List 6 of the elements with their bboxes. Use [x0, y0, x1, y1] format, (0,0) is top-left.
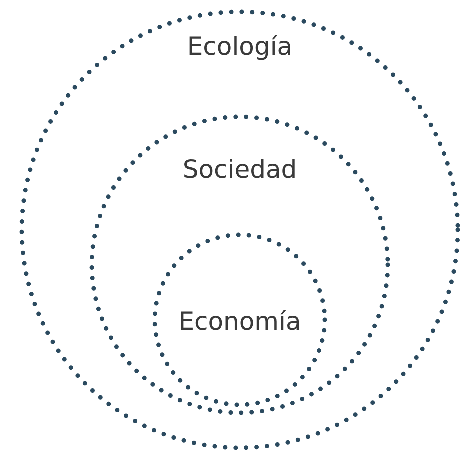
circle-label: Economía — [178, 307, 302, 337]
dotted-circle — [153, 233, 327, 407]
circle-label: Sociedad — [182, 155, 298, 185]
dotted-circle — [20, 10, 460, 450]
circle-label: Ecología — [187, 32, 293, 62]
dotted-circle — [90, 115, 390, 415]
